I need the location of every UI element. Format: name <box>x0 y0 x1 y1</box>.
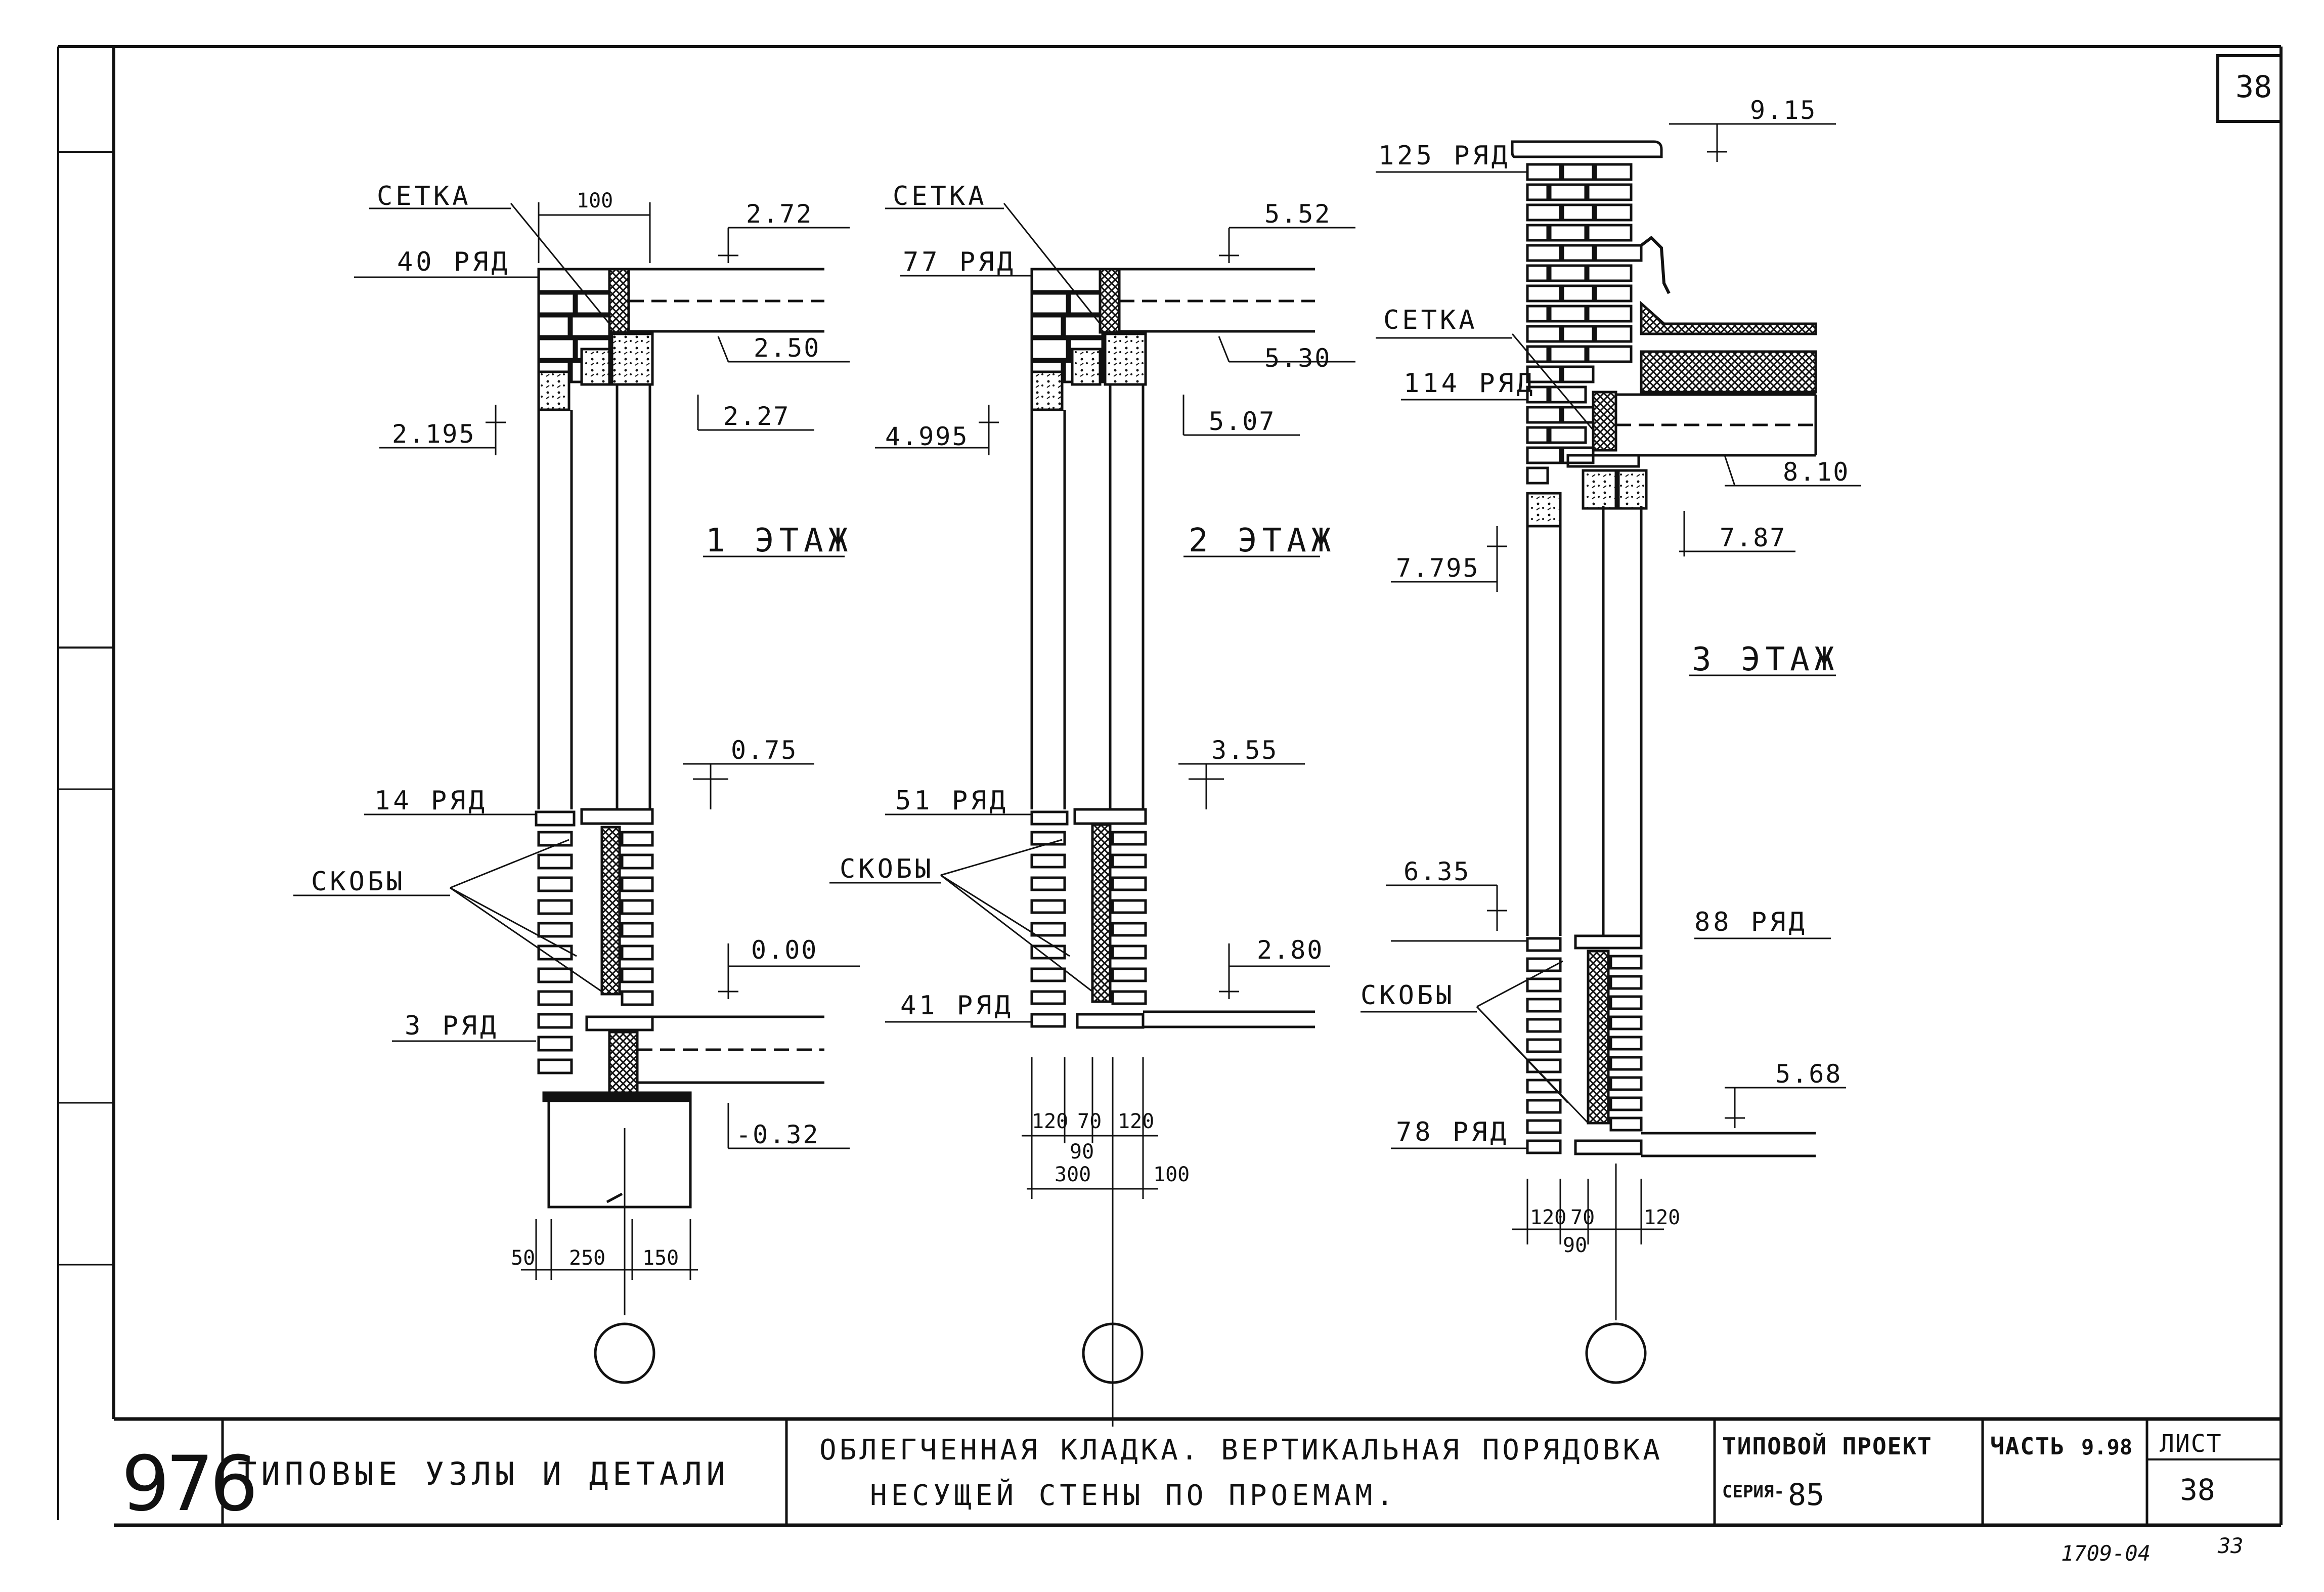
col1-mark-5: 0.75 <box>731 736 798 765</box>
col2-row-mid: 51 РЯД <box>895 786 1008 816</box>
col1-skoby: СКОБЫ <box>311 867 406 897</box>
col2-dim-b2: 70 <box>1077 1110 1102 1133</box>
album-number: 976 <box>121 1440 254 1528</box>
col2-dim-b4: 90 <box>1070 1140 1094 1164</box>
sheet-title-line1: ОБЛЕГЧЕННАЯ КЛАДКА. ВЕРТИКАЛЬНАЯ ПОРЯДОВ… <box>819 1434 1663 1467</box>
col2-floor-label: 2 ЭТАЖ <box>1189 522 1336 560</box>
col2-skoby: СКОБЫ <box>840 854 934 884</box>
col2-mark-2: 5.30 <box>1264 343 1331 373</box>
album-title: ТИПОВЫЕ УЗЛЫ И ДЕТАЛИ <box>238 1455 730 1492</box>
col1-mark-2: 2.50 <box>754 333 820 363</box>
part-value: 9.98 <box>2081 1435 2132 1459</box>
bottom-code: 1709-04 <box>2061 1541 2151 1566</box>
col1-row-bottom: 3 РЯД <box>405 1011 499 1041</box>
col3-dim-b1: 120 <box>1530 1206 1566 1229</box>
col3-skoby: СКОБЫ <box>1361 980 1455 1011</box>
col3-mark-1: 9.15 <box>1750 96 1817 125</box>
col3-mark-5: 6.35 <box>1404 857 1470 886</box>
series-value: 85 <box>1788 1477 1824 1513</box>
col3-row-114: 114 РЯД <box>1404 368 1536 399</box>
col1-dim-b1: 50 <box>511 1246 535 1270</box>
col3-dim-b4: 90 <box>1563 1234 1587 1257</box>
col1-row-top: 40 РЯД <box>397 247 510 277</box>
col3-mark-4: 7.795 <box>1396 553 1480 583</box>
sheet-label: ЛИСТ <box>2160 1430 2222 1458</box>
col3-mark-2: 8.10 <box>1783 457 1850 487</box>
col2-mark-4: 4.995 <box>885 422 969 451</box>
col2-mark-6: 2.80 <box>1257 935 1324 965</box>
part-label: ЧАСТЬ <box>1990 1433 2065 1460</box>
col2-mark-3: 5.07 <box>1209 407 1276 436</box>
col3-mark-6: 5.68 <box>1775 1059 1842 1089</box>
col1-row-mid: 14 РЯД <box>374 786 488 816</box>
col2-dim-b1: 120 <box>1032 1110 1068 1133</box>
col3-row-top: 125 РЯД <box>1378 141 1510 171</box>
column-1-section <box>293 202 860 1384</box>
col3-setka-label: СЕТКА <box>1383 305 1478 335</box>
project-label: ТИПОВОЙ ПРОЕКТ <box>1722 1433 1933 1460</box>
col1-dim-b2: 250 <box>569 1246 605 1270</box>
sheet-value: 38 <box>2180 1473 2215 1507</box>
col2-row-bottom: 41 РЯД <box>900 991 1014 1021</box>
col2-dim-b6: 100 <box>1153 1163 1190 1186</box>
col1-dim-b3: 150 <box>642 1246 679 1270</box>
col1-mark-6: 0.00 <box>751 935 818 965</box>
col3-dim-b3: 120 <box>1644 1206 1680 1229</box>
bottom-page-number: 33 <box>2217 1533 2244 1558</box>
col2-mark-1: 5.52 <box>1264 199 1331 229</box>
col1-mark-1: 2.72 <box>746 199 813 229</box>
col2-setka-label: СЕТКА <box>893 181 987 211</box>
col2-dim-b5: 300 <box>1055 1163 1091 1186</box>
col1-floor-label: 1 ЭТАЖ <box>706 522 853 560</box>
column-3-section <box>1361 123 1861 1384</box>
sheet-title-line2: НЕСУЩЕЙ СТЕНЫ ПО ПРОЕМАМ. <box>870 1479 1397 1512</box>
col3-dim-b2: 70 <box>1570 1206 1595 1229</box>
series-label: СЕРИЯ- <box>1722 1482 1784 1502</box>
col2-mark-5: 3.55 <box>1211 736 1278 765</box>
col2-row-top: 77 РЯД <box>903 247 1016 277</box>
column-2-section <box>829 203 1355 1427</box>
col3-row-mid: 88 РЯД <box>1694 907 1808 937</box>
col1-mark-3: 2.27 <box>723 402 790 431</box>
col1-dim-top: 100 <box>577 189 613 212</box>
col3-floor-label: 3 ЭТАЖ <box>1692 641 1839 678</box>
title-block <box>114 1417 2281 1527</box>
col1-mark-7: -0.32 <box>736 1120 820 1149</box>
corner-page-number: 38 <box>2235 69 2272 105</box>
col2-dim-b3: 120 <box>1118 1110 1154 1133</box>
col1-setka-label: СЕТКА <box>377 181 471 211</box>
sheet-frame <box>57 45 2283 1525</box>
col3-mark-3: 7.87 <box>1720 523 1786 552</box>
col3-row-bottom: 78 РЯД <box>1396 1117 1509 1147</box>
col1-mark-4: 2.195 <box>392 419 476 449</box>
